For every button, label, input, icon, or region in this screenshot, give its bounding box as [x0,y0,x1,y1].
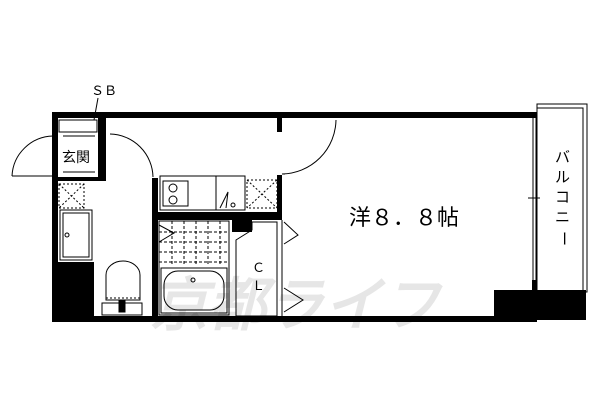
toilet [105,260,141,301]
stove [162,180,189,207]
fridge-space [246,179,278,209]
svg-text:ニ: ニ [555,208,570,226]
closet-door-lower [283,287,304,313]
closet-door-upper [283,221,299,245]
room-door-swing [281,119,337,175]
svg-text:コ: コ [555,188,570,206]
svg-text:ル: ル [555,168,570,186]
balcony-label: バ ル コ ニ ー [555,148,573,246]
wash-basin [59,209,93,261]
entrance-door-swing [11,135,54,177]
closet-label-c: Ｃ [252,261,265,276]
closet-label-l: Ｌ [252,279,265,294]
closet [235,220,304,317]
walls [52,112,586,322]
washer-space [58,183,85,209]
entrance-label: 玄関 [62,149,90,166]
room-label: 洋８．８帖 [349,206,459,231]
sink-faucet [219,191,229,209]
entrance-area [11,97,154,178]
watermark-text: 京都ライフ [150,271,443,339]
bathroom [158,220,230,316]
shoe-box-label: ＳＢ [91,84,117,99]
kitchen [159,175,278,211]
svg-text:ー: ー [555,231,573,246]
bathtub [160,267,228,314]
balcony [536,103,588,293]
wash-toilet-area [58,183,143,316]
watermark: 京都ライフ [150,271,443,339]
svg-text:バ: バ [555,148,570,166]
bath-door [158,224,176,243]
main-room [281,118,540,280]
interior-door-swing [109,133,154,178]
shoe-box [58,119,98,133]
